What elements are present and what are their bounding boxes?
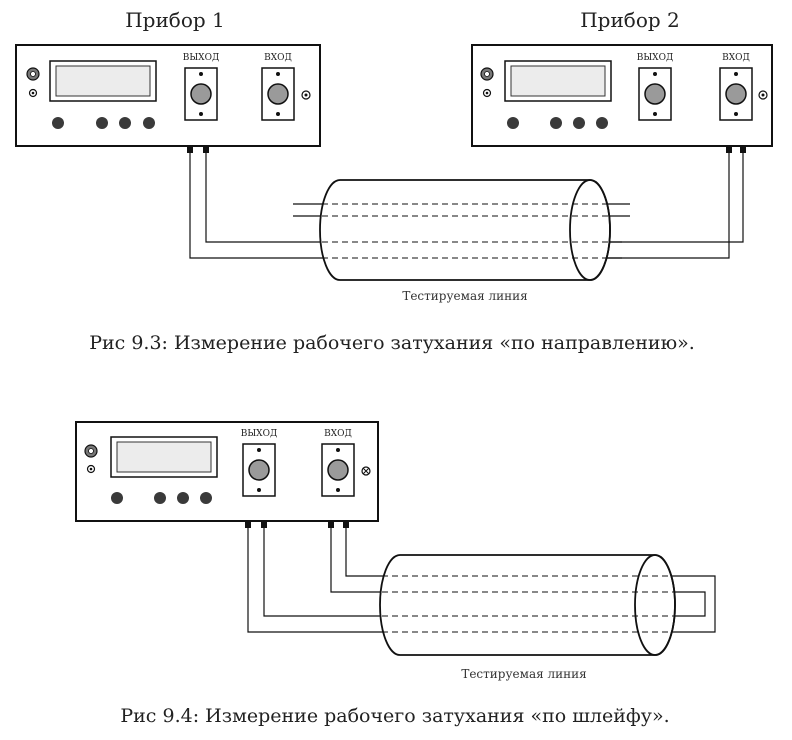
- device-3-power-connector-icon: [84, 444, 98, 458]
- device-1-ground-icon: [301, 90, 311, 100]
- caption-9-4: Рис 9.4: Измерение рабочего затухания «п…: [120, 705, 669, 727]
- device-2-terminal-2: [740, 146, 746, 153]
- device-1: ВЫХОД ВХОД: [15, 44, 321, 153]
- figure-9-3: Прибор 1 Прибор 2 ВЫХОД: [15, 8, 773, 354]
- device-1-output-label: ВЫХОД: [183, 53, 220, 63]
- device1-title: Прибор 1: [125, 8, 225, 32]
- device-1-button-1: [52, 117, 64, 129]
- device-1-indicator-icon: [28, 88, 38, 98]
- line-label-1: Тестируемая линия: [402, 289, 527, 303]
- cable-body: [319, 179, 611, 281]
- device-3-input-connector-icon: [321, 443, 355, 497]
- line-label-2: Тестируемая линия: [461, 667, 586, 681]
- device-1-power-connector-icon: [26, 67, 40, 81]
- device-2: ВЫХОД ВХОД: [471, 44, 773, 153]
- tested-line-cable-2: [247, 528, 716, 656]
- device-3-ground-icon: [361, 466, 371, 476]
- cable-end: [569, 179, 611, 281]
- cable-end-2: [634, 554, 676, 656]
- figure-9-4: ВЫХОД ВХОД: [75, 421, 716, 727]
- device-3-button-2: [154, 492, 166, 504]
- device-2-input-label: ВХОД: [722, 53, 750, 63]
- device-3-terminal-1: [245, 521, 251, 528]
- device-1-terminal-1: [187, 146, 193, 153]
- device-1-output-connector-icon: [184, 67, 218, 121]
- device-3-button-4: [200, 492, 212, 504]
- device-2-power-connector-icon: [480, 67, 494, 81]
- cable-inner-lines-2: [382, 575, 675, 633]
- loop-wire-outer: [247, 528, 716, 633]
- device2-title: Прибор 2: [580, 8, 680, 32]
- device-2-output-connector-icon: [638, 67, 672, 121]
- device-3-terminal-3: [328, 521, 334, 528]
- tested-line-cable-1: [189, 153, 744, 281]
- device-2-button-4: [596, 117, 608, 129]
- device-2-ground-icon: [758, 90, 768, 100]
- device-1-button-3: [119, 117, 131, 129]
- device-2-button-3: [573, 117, 585, 129]
- device-1-button-2: [96, 117, 108, 129]
- device-3-display-screen: [116, 441, 212, 473]
- device-2-button-1: [507, 117, 519, 129]
- device-3-output-label: ВЫХОД: [241, 429, 278, 439]
- cable-body-2: [379, 554, 676, 656]
- device-3-button-1: [111, 492, 123, 504]
- device-2-output-label: ВЫХОД: [637, 53, 674, 63]
- caption-9-3: Рис 9.3: Измерение рабочего затухания «п…: [89, 332, 695, 354]
- device-3-terminal-4: [343, 521, 349, 528]
- loop-wire-inner: [263, 528, 706, 617]
- device-2-indicator-icon: [482, 88, 492, 98]
- device-2-input-connector-icon: [719, 67, 753, 121]
- device-3: ВЫХОД ВХОД: [75, 421, 379, 528]
- device-3-terminal-2: [261, 521, 267, 528]
- device-2-button-2: [550, 117, 562, 129]
- device-2-display-screen: [510, 65, 606, 97]
- device-1-display-screen: [55, 65, 151, 97]
- cable-inner-lines: [322, 203, 610, 259]
- device-1-terminal-2: [203, 146, 209, 153]
- device-2-terminal-1: [726, 146, 732, 153]
- device-1-button-4: [143, 117, 155, 129]
- wire-2-lower: [590, 153, 730, 259]
- device-3-indicator-icon: [86, 464, 96, 474]
- wire-2-upper: [590, 153, 744, 243]
- device-3-output-connector-icon: [242, 443, 276, 497]
- device-1-input-label: ВХОД: [264, 53, 292, 63]
- device-3-input-label: ВХОД: [324, 429, 352, 439]
- device-1-input-connector-icon: [261, 67, 295, 121]
- device-3-button-3: [177, 492, 189, 504]
